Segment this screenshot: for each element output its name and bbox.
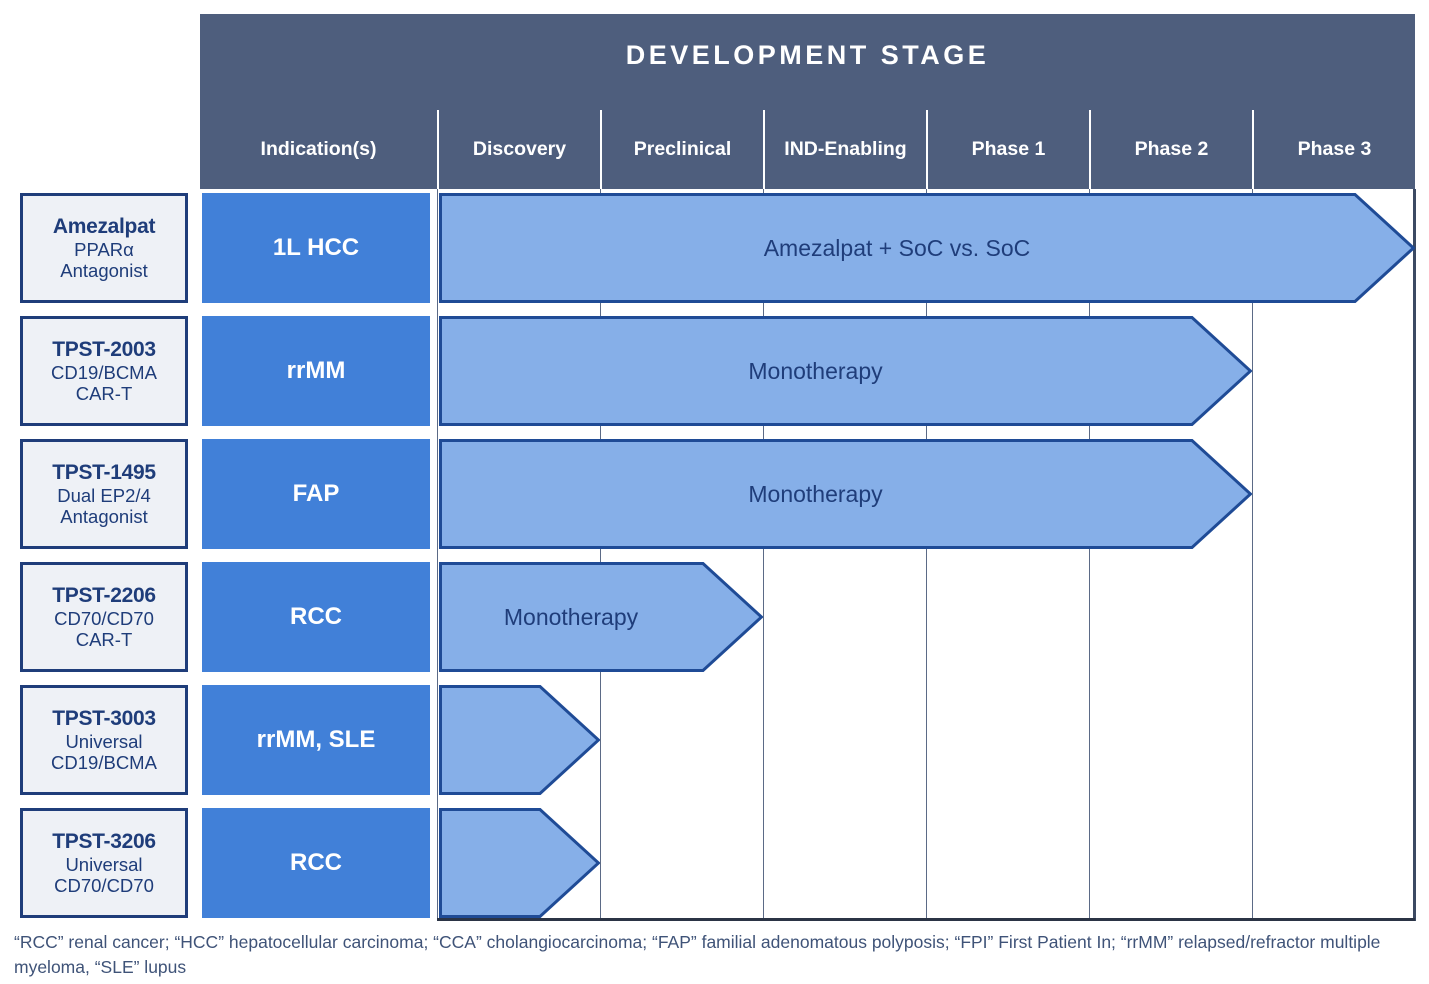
grid-line-6 — [1413, 189, 1416, 921]
program-name: TPST-3206 — [52, 830, 156, 854]
program-sub1: Universal — [65, 730, 143, 752]
program-sub1: Universal — [65, 853, 143, 875]
program-sub2: CD70/CD70 — [54, 874, 154, 896]
indication-box-tpst-3206[interactable]: RCC — [202, 808, 430, 918]
column-header-label: Discovery — [472, 137, 567, 160]
column-header-label: Phase 1 — [971, 137, 1046, 160]
column-header-phase-3: Phase 3 — [1252, 110, 1415, 189]
arrow-shape — [439, 808, 600, 918]
grid-line-4 — [1089, 189, 1090, 921]
program-sub2: Antagonist — [60, 259, 148, 281]
grid-line-1 — [600, 189, 601, 921]
column-header-indications: Indication(s) — [200, 110, 437, 189]
program-name: TPST-3003 — [52, 707, 156, 731]
indication-label: rrMM — [286, 357, 346, 384]
stage-arrow-amezalpat[interactable]: Amezalpat + SoC vs. SoC — [439, 193, 1415, 303]
indication-box-amezalpat[interactable]: 1L HCC — [202, 193, 430, 303]
column-header-phase-2: Phase 2 — [1089, 110, 1252, 189]
program-name: TPST-2206 — [52, 584, 156, 608]
column-header-ind-enabling: IND-Enabling — [763, 110, 926, 189]
program-name: TPST-1495 — [52, 461, 156, 485]
column-header-label: IND-Enabling — [784, 137, 907, 160]
column-header-label: Phase 2 — [1134, 137, 1209, 160]
indication-label: RCC — [290, 849, 342, 876]
arrow-shape — [439, 316, 1252, 426]
grid-line-2 — [763, 189, 764, 921]
stage-arrow-tpst-1495[interactable]: Monotherapy — [439, 439, 1252, 549]
grid-line-3 — [926, 189, 927, 921]
chart-bottom-rule — [437, 918, 1415, 921]
program-sub2: CAR-T — [75, 382, 133, 404]
stage-arrow-tpst-3206[interactable] — [439, 808, 600, 918]
stage-arrow-tpst-2003[interactable]: Monotherapy — [439, 316, 1252, 426]
indication-label: RCC — [290, 603, 342, 630]
stage-column-headers: Indication(s) Discovery Preclinical IND-Ena… — [200, 110, 1415, 189]
indication-box-tpst-2003[interactable]: rrMM — [202, 316, 430, 426]
program-sub1: CD70/CD70 — [54, 607, 154, 629]
stage-arrow-tpst-2206[interactable]: Monotherapy — [439, 562, 763, 672]
column-header-phase-1: Phase 1 — [926, 110, 1089, 189]
program-sub1: Dual EP2/4 — [57, 484, 151, 506]
indication-box-tpst-2206[interactable]: RCC — [202, 562, 430, 672]
program-sub2: CAR-T — [75, 628, 133, 650]
page-title: DEVELOPMENT STAGE — [625, 40, 990, 70]
development-stage-header: DEVELOPMENT STAGE Indication(s) Discovery… — [200, 14, 1415, 189]
arrow-shape — [439, 562, 763, 672]
indication-label: 1L HCC — [272, 234, 360, 261]
column-header-discovery: Discovery — [437, 110, 600, 189]
indication-label: rrMM, SLE — [256, 726, 376, 753]
program-sub2: CD19/BCMA — [51, 751, 157, 773]
program-name: TPST-2003 — [52, 338, 156, 362]
column-header-preclinical: Preclinical — [600, 110, 763, 189]
grid-line-5 — [1252, 189, 1253, 921]
indication-label: FAP — [292, 480, 340, 507]
arrow-shape — [439, 685, 600, 795]
program-sub1: CD19/BCMA — [51, 361, 157, 383]
program-sub1: PPARα — [74, 238, 134, 260]
arrow-shape — [439, 193, 1415, 303]
column-header-label: Preclinical — [633, 137, 732, 160]
program-sub2: Antagonist — [60, 505, 148, 527]
footnote: “RCC” renal cancer; “HCC” hepatocellular… — [14, 932, 1381, 978]
arrow-shape — [439, 439, 1252, 549]
program-name: Amezalpat — [52, 215, 156, 239]
grid-line-0 — [437, 189, 438, 921]
indication-box-tpst-1495[interactable]: FAP — [202, 439, 430, 549]
column-header-label: Indication(s) — [260, 137, 377, 160]
indication-box-tpst-3003[interactable]: rrMM, SLE — [202, 685, 430, 795]
column-header-label: Phase 3 — [1297, 137, 1372, 160]
stage-arrow-tpst-3003[interactable] — [439, 685, 600, 795]
